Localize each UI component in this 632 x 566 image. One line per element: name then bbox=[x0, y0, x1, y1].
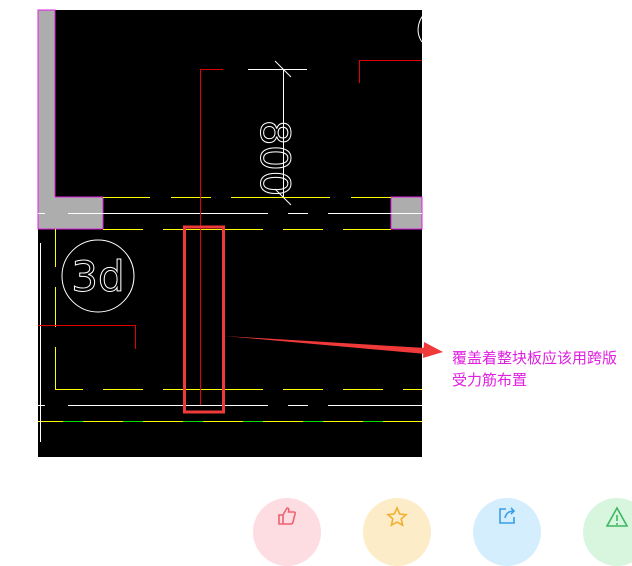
axis-lines-white bbox=[38, 9, 431, 442]
annotation-line-1: 覆盖着整块板应该用跨版 bbox=[452, 349, 618, 367]
drawing-background bbox=[38, 10, 422, 457]
annotation-line-2: 受力筋布置 bbox=[452, 371, 528, 389]
rebar-lines-red bbox=[38, 60, 422, 405]
favorite-button[interactable] bbox=[363, 498, 431, 566]
share-button[interactable] bbox=[473, 498, 541, 566]
thumbs-up-icon bbox=[278, 507, 296, 525]
grid-bubble-partial bbox=[417, 9, 431, 43]
cad-drawing: 3d 800 bbox=[37, 9, 443, 457]
annotation-note: 覆盖着整块板应该用跨版 受力筋布置 bbox=[452, 347, 632, 391]
grid-label: 3d bbox=[71, 252, 124, 301]
arrow bbox=[224, 336, 443, 358]
grid-bubble bbox=[61, 239, 135, 313]
beam-lines-yellow bbox=[38, 197, 422, 422]
warning-icon bbox=[606, 506, 628, 527]
dimension-text: 800 bbox=[251, 120, 297, 196]
star-icon bbox=[386, 506, 408, 527]
like-button[interactable] bbox=[253, 498, 321, 566]
highlight-box bbox=[183, 225, 225, 414]
share-icon bbox=[499, 507, 516, 524]
